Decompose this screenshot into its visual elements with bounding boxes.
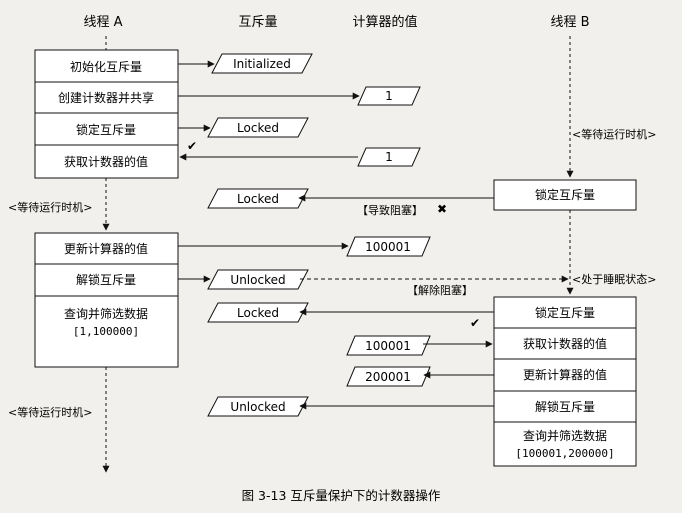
thread-b-step-lock-mutex-1: 锁定互斥量 <box>535 187 595 202</box>
thread-b-step-lock-mutex-2: 锁定互斥量 <box>535 305 595 320</box>
svg-text:1: 1 <box>385 89 393 103</box>
thread-a-range: [1,100000] <box>73 325 139 338</box>
unblocked-annotation: 【解除阻塞】 <box>407 283 473 297</box>
thread-a-step-query-filter: 查询并筛选数据 <box>64 306 148 321</box>
mutex-state-initialized: Initialized <box>211 53 313 74</box>
svg-text:Locked: Locked <box>237 306 279 320</box>
wait-run-annotation-a1: <等待运行时机> <box>8 200 92 214</box>
thread-b-box-1 <box>493 179 637 211</box>
svg-text:Unlocked: Unlocked <box>230 273 285 287</box>
mutex-state-unlocked-1: Unlocked <box>207 269 309 290</box>
counter-value-2: 1 <box>357 147 421 167</box>
cross-mark: ✖ <box>437 202 447 216</box>
check-mark-b: ✔ <box>470 316 480 330</box>
counter-value-4: 100001 <box>346 335 431 356</box>
mutex-state-unlocked-2: Unlocked <box>207 396 309 417</box>
svg-text:100001: 100001 <box>365 339 411 353</box>
svg-text:Locked: Locked <box>237 121 279 135</box>
sleeping-annotation: <处于睡眠状态> <box>572 272 656 286</box>
header-thread-a: 线程 A <box>83 15 122 30</box>
blocked-annotation: 【导致阻塞】 <box>357 203 423 217</box>
svg-text:Unlocked: Unlocked <box>230 400 285 414</box>
wait-run-annotation-b: <等待运行时机> <box>572 127 656 141</box>
thread-a-step-get-counter: 获取计数器的值 <box>64 154 148 169</box>
figure-caption: 图 3-13 互斥量保护下的计数器操作 <box>242 488 441 503</box>
check-mark-a: ✔ <box>187 139 197 153</box>
header-thread-b: 线程 B <box>550 15 589 30</box>
counter-value-3: 100001 <box>346 236 431 257</box>
svg-text:100001: 100001 <box>365 240 411 254</box>
thread-a-step-update-counter: 更新计算器的值 <box>64 241 148 256</box>
thread-b-step-unlock-mutex: 解锁互斥量 <box>535 399 595 414</box>
thread-b-step-get-counter: 获取计数器的值 <box>523 336 607 351</box>
thread-a-box-group-2 <box>34 232 179 368</box>
thread-a-step-lock-mutex: 锁定互斥量 <box>76 122 136 137</box>
mutex-state-locked-3: Locked <box>207 302 309 323</box>
thread-a-step-init-mutex: 初始化互斥量 <box>70 60 142 74</box>
header-counter: 计算器的值 <box>352 14 417 30</box>
thread-a-step-create-counter: 创建计数器并共享 <box>58 90 154 105</box>
thread-b-range: [100001,200000] <box>515 447 614 460</box>
header-mutex: 互斥量 <box>238 15 277 30</box>
mutex-state-locked-2: Locked <box>207 188 309 209</box>
thread-a-step-unlock-mutex: 解锁互斥量 <box>76 272 136 287</box>
svg-text:Locked: Locked <box>237 192 279 206</box>
svg-text:1: 1 <box>385 150 393 164</box>
svg-text:Initialized: Initialized <box>233 57 291 71</box>
wait-run-annotation-a2: <等待运行时机> <box>8 405 92 419</box>
thread-b-box-group-2 <box>493 296 637 467</box>
mutex-state-locked-1: Locked <box>207 117 309 138</box>
thread-b-step-query-filter: 查询并筛选数据 <box>523 428 607 443</box>
thread-a-box-group-1 <box>34 49 179 179</box>
counter-value-5: 200001 <box>346 366 431 387</box>
svg-text:200001: 200001 <box>365 370 411 384</box>
counter-value-1: 1 <box>357 86 421 106</box>
thread-b-step-update-counter: 更新计算器的值 <box>523 367 607 382</box>
